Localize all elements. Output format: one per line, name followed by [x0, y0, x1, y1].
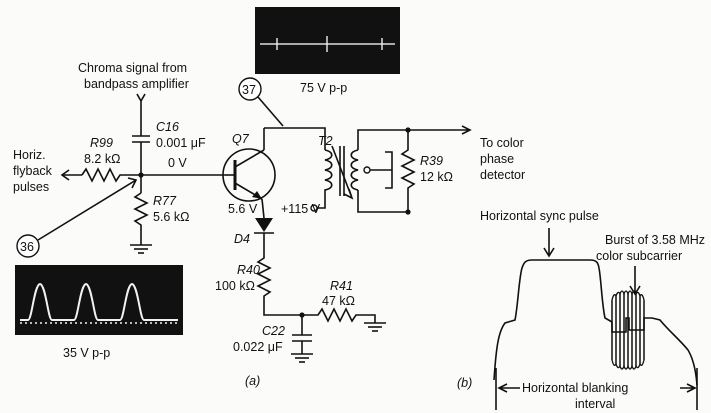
chroma-label-line1: Chroma signal from: [78, 61, 187, 75]
ground-r41: [364, 322, 386, 332]
t2-label: T2: [318, 134, 333, 148]
capacitor-c22: [291, 315, 313, 363]
flyback-input-terminal: [60, 169, 82, 181]
sync-pulse-pointer: [543, 228, 555, 258]
blanking-waveform: [493, 259, 698, 386]
burst-pointer: [629, 266, 641, 296]
tp36-label: 36: [20, 240, 34, 254]
base-voltage: 0 V: [168, 156, 187, 170]
c16-ref: C16: [156, 120, 179, 134]
c16-value: 0.001 μF: [156, 136, 206, 150]
r39-ref: R39: [420, 154, 443, 168]
output-label-line1: To color: [480, 136, 524, 150]
c22-ref: C22: [262, 324, 285, 338]
test-point-37: [238, 77, 262, 101]
transistor-q7: [222, 128, 276, 219]
resistor-r39: [400, 130, 416, 212]
burst-label-line1: Burst of 3.58 MHz: [605, 233, 705, 247]
blanking-arrow-right: [680, 383, 697, 393]
scope-bottom-caption: 35 V p-p: [63, 346, 110, 360]
tp37-pointer: [257, 96, 284, 127]
horiz-label-line2: flyback: [13, 164, 53, 178]
q7-label: Q7: [232, 132, 250, 146]
scope-display-top: [255, 7, 400, 74]
r77-value: 5.6 kΩ: [153, 210, 189, 224]
supply-voltage: +115 V: [281, 202, 321, 216]
r40-ref: R40: [237, 263, 260, 277]
r77-ref: R77: [153, 194, 177, 208]
burst-label-line2: color subcarrier: [596, 249, 682, 263]
d4-label: D4: [234, 232, 250, 246]
horiz-label-line3: pulses: [13, 180, 49, 194]
resistor-r77: [133, 192, 149, 245]
horiz-label-line1: Horiz.: [13, 148, 46, 162]
output-arrow: [408, 125, 472, 135]
r99-ref: R99: [90, 136, 113, 150]
resistor-r41: [302, 307, 376, 323]
blanking-label-line1: Horizontal blanking: [522, 381, 628, 395]
r40-value: 100 kΩ: [215, 279, 255, 293]
chroma-label-line2: bandpass amplifier: [84, 77, 189, 91]
resistor-r40: [256, 250, 302, 316]
output-label-line2: phase: [480, 152, 514, 166]
scope-display-bottom: [15, 265, 183, 335]
resistor-r99: [81, 167, 141, 183]
c22-value: 0.022 μF: [233, 340, 283, 354]
r41-ref: R41: [330, 279, 353, 293]
ground-r77: [130, 244, 152, 254]
r99-value: 8.2 kΩ: [84, 152, 120, 166]
scope-screen-bottom: [15, 265, 183, 335]
test-point-36: [16, 234, 40, 258]
r39-value: 12 kΩ: [420, 170, 453, 184]
diode-d4: [254, 218, 274, 250]
blanking-arrow-left: [497, 383, 520, 393]
scope-top-caption: 75 V p-p: [300, 81, 347, 95]
scope-trace-bottom: [20, 282, 178, 321]
chroma-input-terminal: [136, 93, 146, 136]
emitter-voltage: 5.6 V: [228, 202, 258, 216]
r41-value: 47 kΩ: [322, 294, 355, 308]
tp37-label: 37: [242, 83, 256, 97]
caption-a: (a): [245, 374, 260, 388]
blanking-label-line2: interval: [575, 397, 615, 411]
sync-pulse-label: Horizontal sync pulse: [480, 209, 599, 223]
tp36-pointer: [37, 177, 138, 241]
capacitor-c16: [132, 135, 150, 175]
output-label-line3: detector: [480, 168, 525, 182]
caption-b: (b): [457, 376, 472, 390]
transformer-t2: [310, 129, 408, 213]
color-burst: [611, 290, 645, 370]
